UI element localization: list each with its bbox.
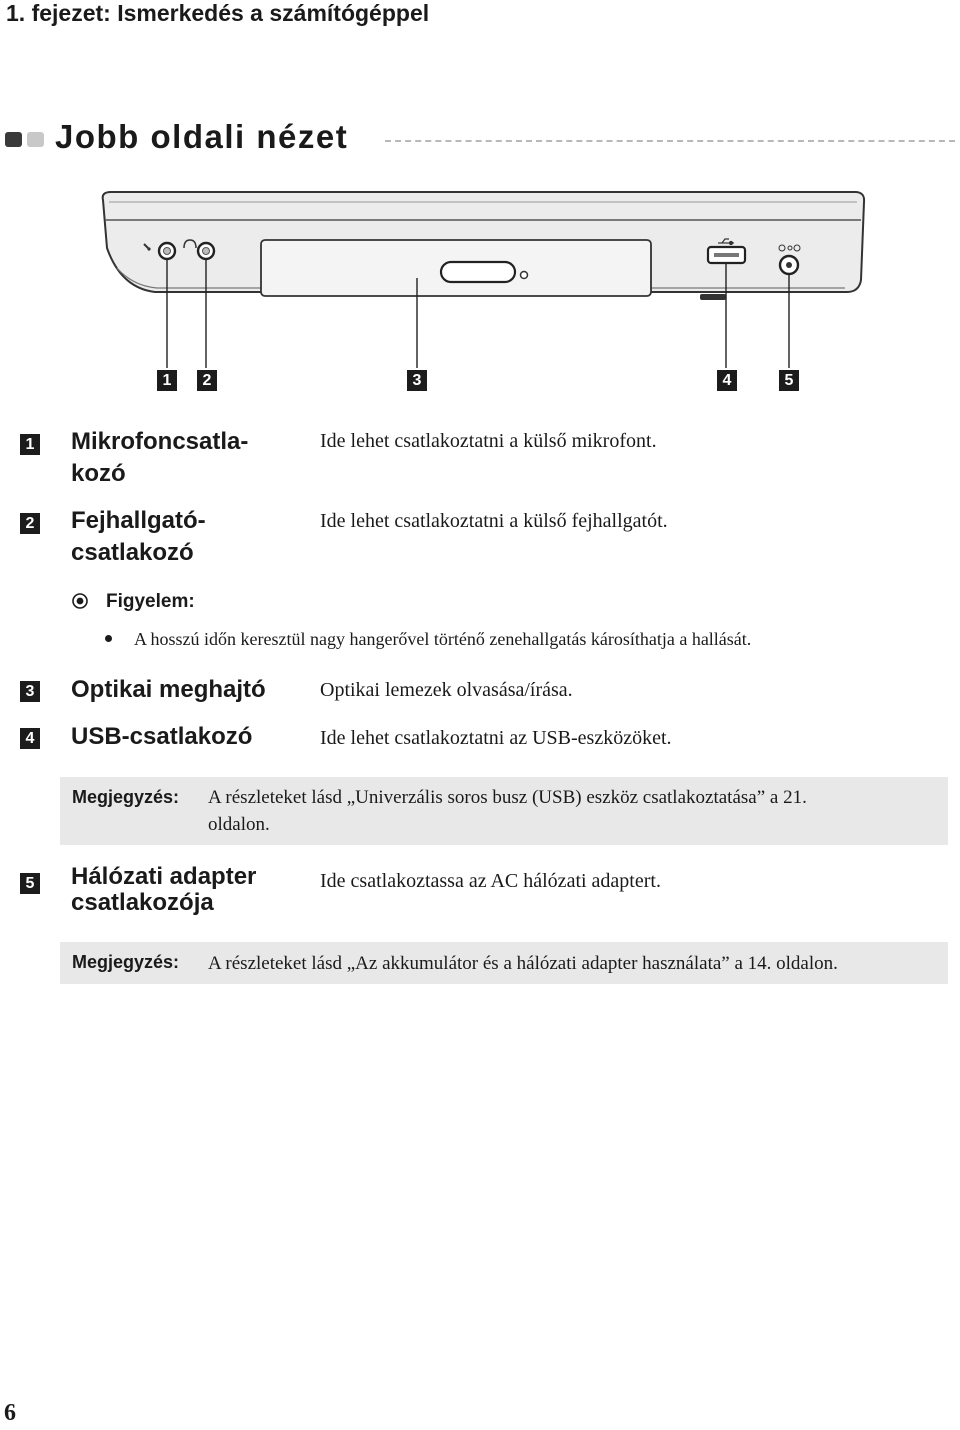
- term-line: Hálózati adapter: [71, 863, 257, 890]
- term-line: Optikai meghajtó: [71, 676, 266, 703]
- heading-square-dark-icon: [5, 132, 22, 147]
- attention-icon: [72, 593, 88, 609]
- item-term-usb: USB-csatlakozó: [71, 721, 252, 753]
- title-dashed-rule: [385, 140, 955, 142]
- bullet-icon: [105, 635, 112, 642]
- item-description-ac-adapter: Ide csatlakoztassa az AC hálózati adapte…: [320, 870, 661, 892]
- term-line: Fejhallgató-: [71, 507, 206, 534]
- callout-leader-lines: [166, 259, 790, 368]
- emergency-eject-hole: [519, 270, 529, 280]
- headphone-icon: [183, 239, 197, 249]
- note-label: Megjegyzés:: [72, 787, 180, 807]
- microphone-icon: [143, 243, 151, 251]
- heading-square-light-icon: [27, 132, 44, 147]
- item-term-headphone: Fejhallgató- csatlakozó: [71, 505, 206, 569]
- item-badge-4: 4: [20, 728, 40, 749]
- note-box-usb: Megjegyzés: A részleteket lásd „Univerzá…: [60, 777, 948, 845]
- dc-in-icon: [778, 244, 801, 252]
- callout-badge-1: 1: [157, 370, 177, 391]
- item-description-optical-drive: Optikai lemezek olvasása/írása.: [320, 679, 573, 701]
- item-description-microphone: Ide lehet csatlakoztatni a külső mikrofo…: [320, 430, 657, 452]
- term-line: kozó: [71, 460, 126, 487]
- page-number: 6: [4, 1400, 16, 1426]
- item-badge-1: 1: [20, 434, 40, 455]
- item-description-usb: Ide lehet csatlakoztatni az USB-eszközök…: [320, 727, 672, 749]
- attention-bullet: A hosszú időn keresztül nagy hangerővel …: [105, 626, 751, 652]
- note-box-ac-adapter: Megjegyzés: A részleteket lásd „Az akkum…: [60, 942, 948, 984]
- note-text: A részleteket lásd „Az akkumulátor és a …: [208, 950, 838, 977]
- item-badge-5: 5: [20, 873, 40, 894]
- callout-badge-4: 4: [717, 370, 737, 391]
- item-badge-2: 2: [20, 513, 40, 534]
- term-line: Mikrofoncsatla-: [71, 428, 249, 455]
- eject-button: [439, 260, 517, 284]
- chassis-lower: [116, 267, 845, 289]
- callout-badge-3: 3: [407, 370, 427, 391]
- note-line: A részleteket lásd „Univerzális soros bu…: [208, 787, 807, 808]
- callout-badge-2: 2: [197, 370, 217, 391]
- note-line: A részleteket lásd „Az akkumulátor és a …: [208, 953, 838, 974]
- laptop-foot: [700, 294, 726, 300]
- item-term-microphone: Mikrofoncsatla- kozó: [71, 426, 248, 490]
- chapter-header: 1. fejezet: Ismerkedés a számítógéppel: [6, 0, 430, 26]
- item-term-ac-adapter: Hálózati adapter csatlakozója: [71, 864, 256, 916]
- laptop-right-side-figure: [101, 191, 866, 368]
- term-line: USB-csatlakozó: [71, 723, 253, 750]
- item-term-optical-drive: Optikai meghajtó: [71, 674, 266, 706]
- term-line: csatlakozó: [71, 539, 194, 566]
- callout-badge-5: 5: [779, 370, 799, 391]
- attention-bullet-text: A hosszú időn keresztül nagy hangerővel …: [134, 629, 752, 649]
- item-description-headphone: Ide lehet csatlakoztatni a külső fejhall…: [320, 510, 668, 532]
- attention-label: Figyelem:: [106, 591, 195, 612]
- note-line: oldalon.: [208, 814, 270, 835]
- term-line: csatlakozója: [71, 889, 214, 916]
- section-title: Jobb oldali nézet: [55, 118, 349, 155]
- section-heading: Jobb oldali nézet: [5, 118, 955, 162]
- note-text: A részleteket lásd „Univerzális soros bu…: [208, 784, 807, 838]
- item-badge-3: 3: [20, 681, 40, 702]
- note-label: Megjegyzés:: [72, 952, 180, 972]
- usb-icon: [718, 238, 734, 246]
